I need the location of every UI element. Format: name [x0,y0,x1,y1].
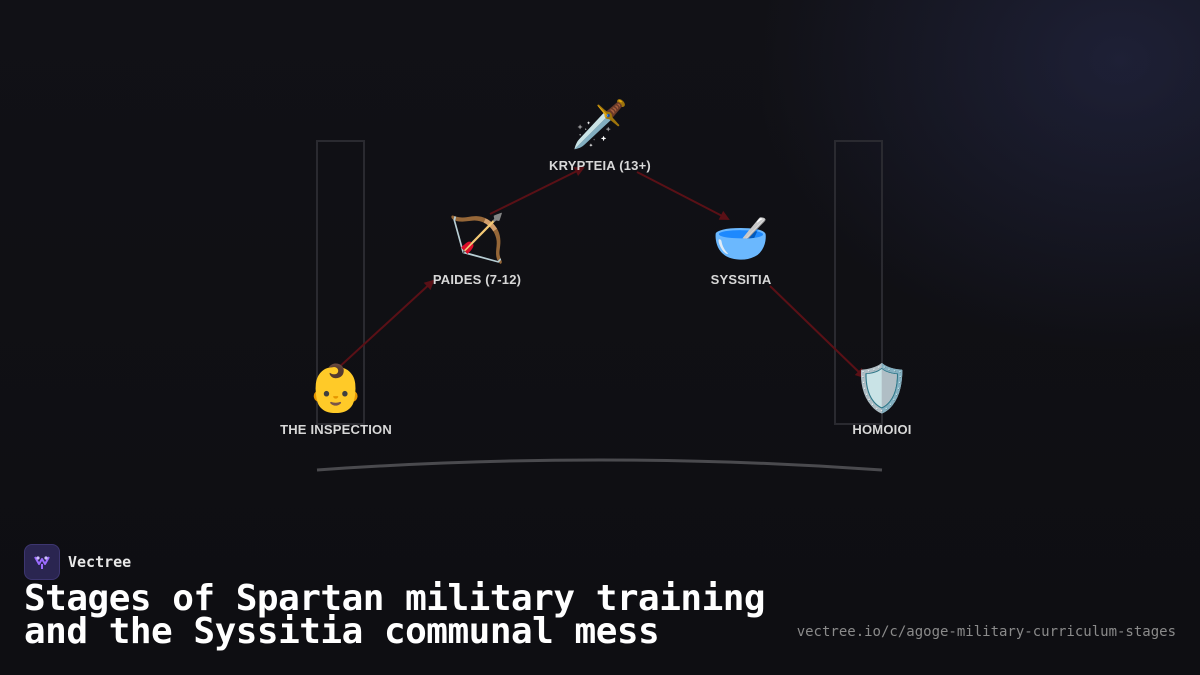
stage-arrow [769,285,866,379]
base-arc [316,458,883,472]
title-line-1: Stages of Spartan military training [24,578,766,619]
page-title: Stages of Spartan military training and … [24,578,766,652]
stage-label: KRYPTEIA (13+) [549,158,651,173]
stage-node: 👶 THE INSPECTION [236,360,436,437]
bow-and-arrow-icon: 🏹 [448,211,506,265]
bowl-icon: 🥣 [712,211,770,265]
right-pillar [834,140,883,425]
baby-icon: 👶 [307,361,365,415]
stage-arrow [636,171,730,220]
source-url: vectree.io/c/agoge-military-curriculum-s… [796,624,1176,640]
vectree-logo-icon [24,544,60,580]
stage-arrow [335,279,435,371]
stage-node: 🥣 SYSSITIA [641,210,841,287]
dagger-icon: 🗡️ [571,97,629,151]
brand-name: Vectree [68,553,132,571]
shield-icon: 🛡️ [853,361,911,415]
stage-label: HOMOIOI [852,422,912,437]
stage-node: 🛡️ HOMOIOI [782,360,982,437]
stage-label: SYSSITIA [710,272,772,287]
stage-node: 🏹 PAIDES (7-12) [377,210,577,287]
stage-label: THE INSPECTION [280,422,392,437]
title-line-2: and the Syssitia communal mess [24,611,660,652]
edges-layer [335,167,866,379]
left-pillar [316,140,365,425]
stage-label: PAIDES (7-12) [432,272,522,287]
stage-arrow [489,167,585,215]
stage-node: 🗡️ KRYPTEIA (13+) [500,96,700,173]
brand: Vectree [24,544,131,580]
